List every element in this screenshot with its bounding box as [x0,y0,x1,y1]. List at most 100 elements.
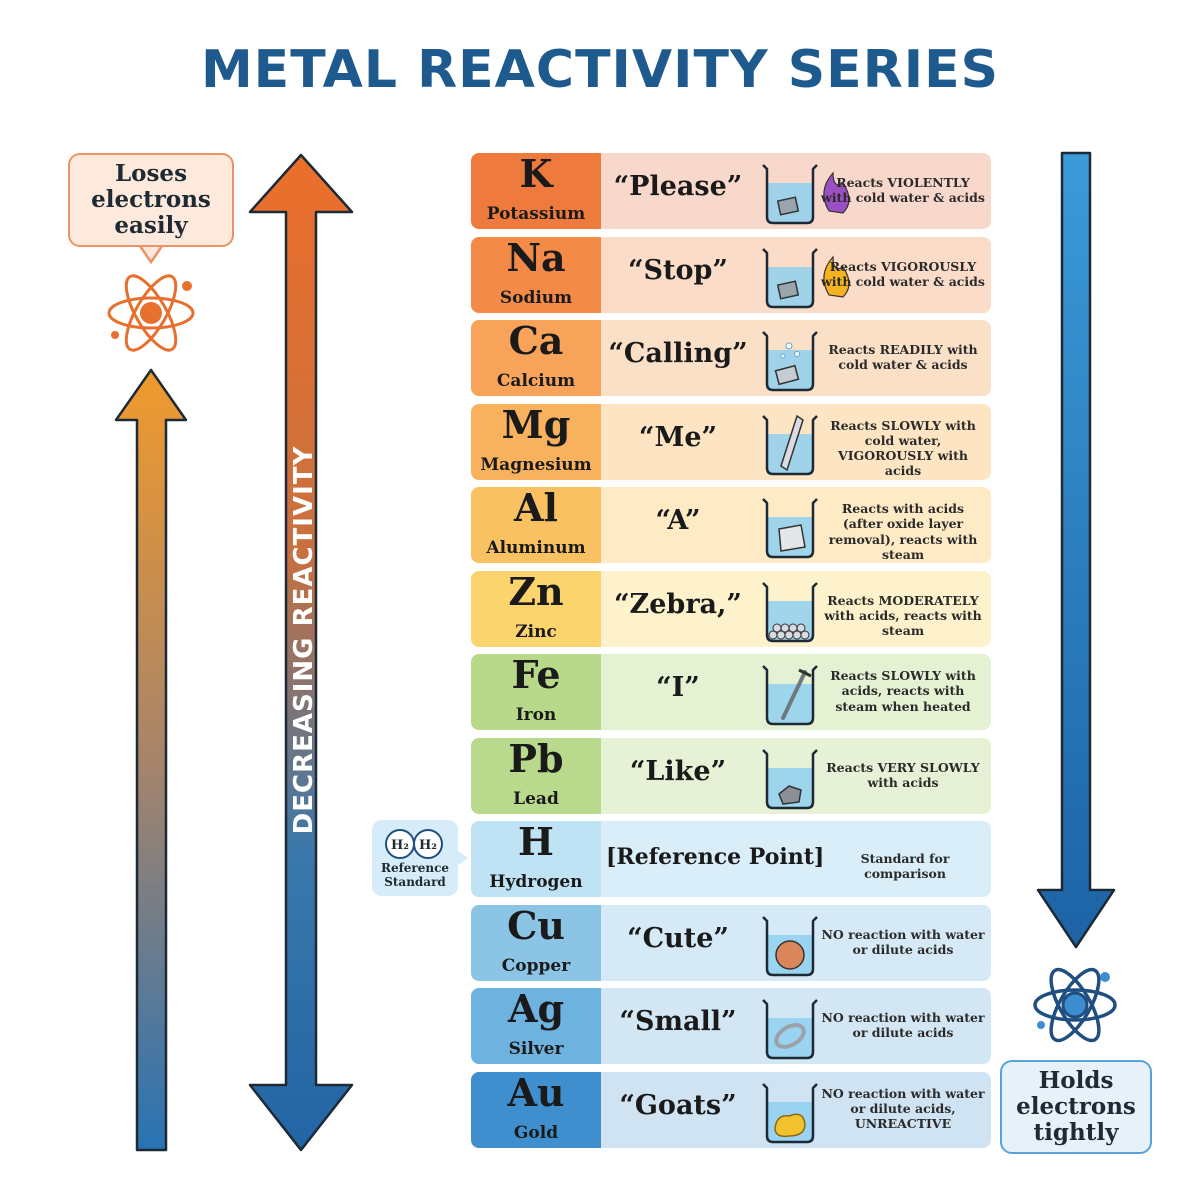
beaker-icon [762,164,850,225]
beaker-icon [762,581,818,642]
symbol-box: H Hydrogen [471,819,601,897]
molecule-label: H₂ [391,838,409,853]
mnemonic-word: “Like” [629,755,727,787]
mnemonic-word: “Small” [619,1006,737,1037]
beaker-icon [762,331,818,392]
element-row: K Potassium “Please” Reacts VIOLENTLY with … [471,151,991,229]
symbol-box: K Potassium [471,151,601,229]
reaction-description: Reacts MODERATELY with acids, reacts wit… [824,592,982,639]
beaker-icon [762,748,818,809]
mnemonic-word: “Me” [638,421,718,453]
reaction-description: Reacts READILY with cold water & acids [828,342,978,373]
holds-electrons-callout: Holds electrons tightly [1000,1060,1152,1154]
page-title: METAL REACTIVITY SERIES [200,40,1000,100]
element-name: Potassium [486,204,586,224]
element-symbol: Cu [507,902,565,948]
reaction-description: Reacts VIGOROUSLY with cold water & acid… [821,258,985,289]
atom-icon [1033,967,1117,1043]
element-symbol: Pb [508,735,564,781]
beaker-icon [762,498,818,559]
reaction-description: Reacts with acids (after oxide layer rem… [828,501,978,562]
reaction-description: Reacts VERY SLOWLY with acids [826,759,980,790]
reference-label: Reference Standard [380,861,450,889]
reference-standard-badge: H₂ H₂ Reference Standard [372,820,458,896]
up-arrow-icon [114,368,188,1152]
element-symbol: K [519,151,553,196]
element-row: H Hydrogen [Reference Point] Standard for c… [471,819,991,897]
callout-text: Loses electrons easily [91,160,211,239]
beaker-icon [762,1082,818,1143]
mnemonic-word: “Please” [613,171,743,202]
mnemonic-word: “I” [656,672,700,703]
mnemonic-word: “Goats” [619,1089,737,1121]
element-name: Sodium [499,287,573,308]
reaction-description: NO reaction with water or dilute acids, … [821,1085,985,1132]
beaker-icon [762,247,850,308]
element-symbol: Mg [501,401,571,447]
h2-molecule-icon: H₂ H₂ [385,829,443,859]
element-symbol: Zn [508,568,564,614]
element-name: Zinc [515,621,557,642]
element-name: Magnesium [480,454,592,475]
mnemonic-word: “Zebra,” [614,588,742,620]
molecule-label: H₂ [419,838,437,853]
atom-icon [107,274,195,352]
axis-label: DECREASING REACTIVITY [289,446,319,835]
reaction-description: Reacts SLOWLY with acids, reacts with st… [830,668,976,714]
mnemonic-word: “A” [655,505,701,536]
element-symbol: Ca [508,318,564,363]
reaction-description: Reacts VIOLENTLY with cold water & acids [821,175,985,206]
element-symbol: Ag [507,986,565,1031]
reaction-description: NO reaction with water or dilute acids [821,1010,985,1041]
element-name: Iron [515,705,557,725]
beaker-icon [762,665,818,726]
mnemonic-word: [Reference Point] [606,844,825,870]
element-symbol: Na [506,234,566,280]
element-name: Copper [501,955,571,976]
mnemonic-word: “Cute” [627,922,729,954]
loses-electrons-callout: Loses electrons easily [68,153,234,247]
reaction-description: NO reaction with water or dilute acids [821,926,985,957]
element-name: Calcium [496,371,576,391]
element-name: Aluminum [486,538,586,558]
decreasing-reactivity-arrow: DECREASING REACTIVITY [248,153,354,1152]
element-name: Silver [508,1039,564,1059]
reaction-description: Reacts SLOWLY with cold water, VIGOROUSL… [830,417,976,479]
reaction-description: Standard for comparison [860,851,950,882]
callout-text: Holds electrons tightly [1016,1067,1136,1146]
element-symbol: Al [514,485,558,530]
element-symbol: Au [507,1069,565,1115]
beaker-icon [762,915,818,976]
element-symbol: H [518,819,554,864]
mnemonic-word: “Stop” [628,254,728,286]
element-name: Gold [513,1122,559,1143]
element-name: Lead [513,788,559,809]
down-arrow-icon [1036,151,1116,949]
element-name: Hydrogen [489,872,583,892]
element-symbol: Fe [511,652,561,697]
beaker-icon [762,999,818,1060]
beaker-icon [762,414,818,475]
mnemonic-word: “Calling” [608,338,748,369]
